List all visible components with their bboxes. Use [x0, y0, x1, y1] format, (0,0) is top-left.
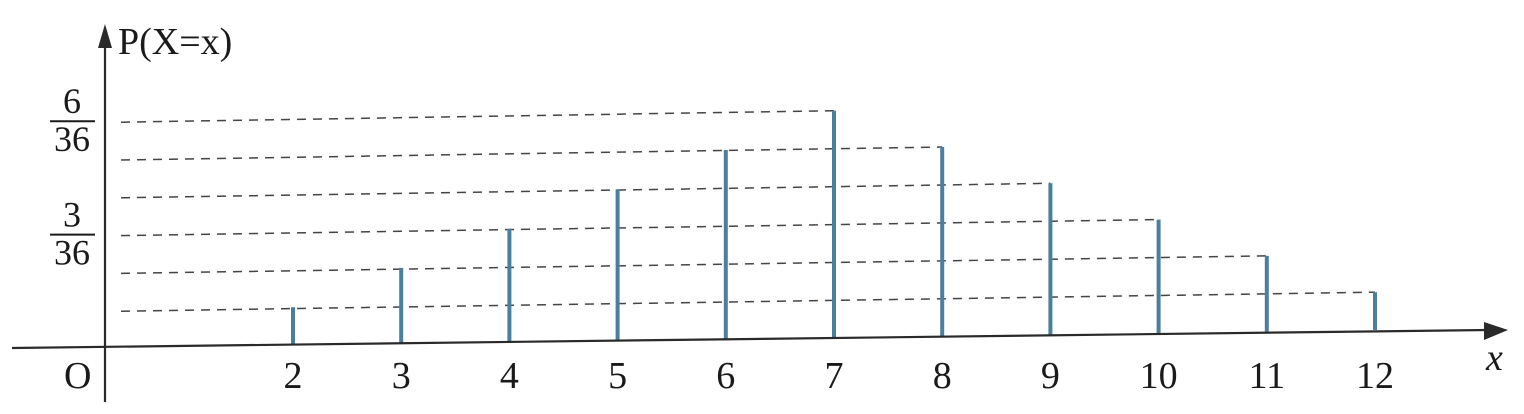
x-axis-arrow — [1484, 322, 1508, 340]
y-tick-fraction: 636 — [50, 81, 95, 159]
axes — [11, 24, 1508, 402]
guide-line — [120, 146, 943, 161]
x-tick-label: 7 — [825, 355, 844, 397]
y-tick-denominator: 36 — [54, 119, 90, 159]
x-tick-label: 10 — [1140, 355, 1178, 397]
labels: P(X=x) x O — [64, 21, 1503, 397]
y-tick-fraction: 336 — [50, 195, 95, 273]
x-tick-label: 6 — [716, 355, 735, 397]
x-axis-title: x — [1485, 337, 1503, 379]
y-tick-numerator: 6 — [63, 81, 81, 121]
x-tick-label: 8 — [933, 355, 952, 397]
x-axis — [11, 328, 1489, 350]
x-tick-label: 12 — [1356, 355, 1394, 397]
guide-line — [120, 109, 835, 123]
y-tick-numerator: 3 — [63, 195, 81, 235]
y-axis-arrow — [98, 24, 112, 48]
guide-line — [120, 182, 1051, 199]
x-tick-labels: 2 3 4 5 6 7 8 9 10 11 12 — [284, 355, 1395, 397]
x-tick-label: 2 — [284, 355, 303, 397]
y-axis-title: P(X=x) — [118, 21, 232, 63]
stem-bars — [291, 110, 1377, 345]
origin-label: O — [64, 355, 91, 397]
x-tick-label: 4 — [500, 355, 519, 397]
y-tick-denominator: 36 — [54, 233, 90, 273]
guide-lines — [120, 109, 1376, 312]
x-tick-label: 5 — [608, 355, 627, 397]
guide-line — [120, 291, 1376, 312]
guide-line — [120, 255, 1267, 275]
x-tick-label: 3 — [392, 355, 411, 397]
x-tick-label: 11 — [1249, 355, 1286, 397]
guide-line — [120, 218, 1159, 237]
x-tick-label: 9 — [1041, 355, 1060, 397]
